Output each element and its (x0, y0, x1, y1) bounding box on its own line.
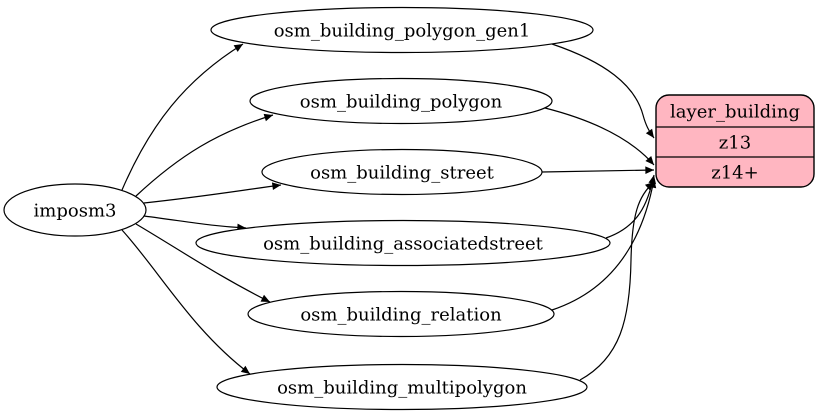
edges (121, 43, 657, 381)
node-imposm3: imposm3 (3, 183, 147, 237)
table-ellipse (261, 148, 543, 196)
layer-building-box (655, 94, 815, 188)
node-osm-building-polygon: osm_building_polygon (249, 77, 553, 125)
table-ellipse (210, 6, 594, 54)
table-ellipse (216, 363, 588, 411)
edge-imposm3-to-osm-building-associatedstreet (143, 215, 247, 232)
table-label: osm_building_relation (300, 304, 502, 325)
node-osm-building-associatedstreet: osm_building_associatedstreet (195, 219, 611, 267)
table-label: osm_building_polygon_gen1 (274, 20, 531, 41)
table-label: osm_building_multipolygon (277, 377, 527, 398)
imposm3-ellipse (3, 183, 147, 237)
table-label: osm_building_associatedstreet (263, 233, 544, 254)
edge-osm-building-multipolygon-to-layer-z14 (579, 181, 655, 381)
layer-row-z14plus: z14+ (711, 162, 758, 183)
edge-osm-building-polygon-to-layer-z14 (544, 107, 655, 166)
node-osm-building-street: osm_building_street (261, 148, 543, 196)
edge-imposm3-to-osm-building-street (143, 182, 282, 204)
layer-building-title: layer_building (670, 101, 800, 122)
edge-imposm3-to-osm-building-polygon (135, 113, 274, 197)
edge-osm-building-street-to-layer-z14 (541, 166, 655, 174)
table-label: osm_building_polygon (300, 91, 503, 112)
table-ellipse (195, 219, 611, 267)
edge-imposm3-to-osm-building-polygon-gen1 (121, 43, 244, 191)
edge-osm-building-associatedstreet-to-layer-z14 (605, 174, 657, 239)
node-osm-building-multipolygon: osm_building_multipolygon (216, 363, 588, 411)
table-ellipse (247, 290, 555, 338)
edge-osm-building-relation-to-layer-z14 (551, 178, 657, 311)
node-layer-building: layer_building z13 z14+ (655, 94, 815, 188)
imposm3-label: imposm3 (34, 200, 117, 221)
layer-row-z13: z13 (719, 132, 751, 153)
node-osm-building-polygon-gen1: osm_building_polygon_gen1 (210, 6, 594, 54)
node-osm-building-relation: osm_building_relation (247, 290, 555, 338)
table-ellipse (249, 77, 553, 125)
table-label: osm_building_street (310, 162, 495, 183)
edge-osm-building-polygon-gen1-to-layer-z13 (551, 43, 655, 139)
edge-imposm3-to-osm-building-multipolygon (121, 229, 251, 375)
edge-imposm3-to-osm-building-relation (135, 223, 271, 303)
